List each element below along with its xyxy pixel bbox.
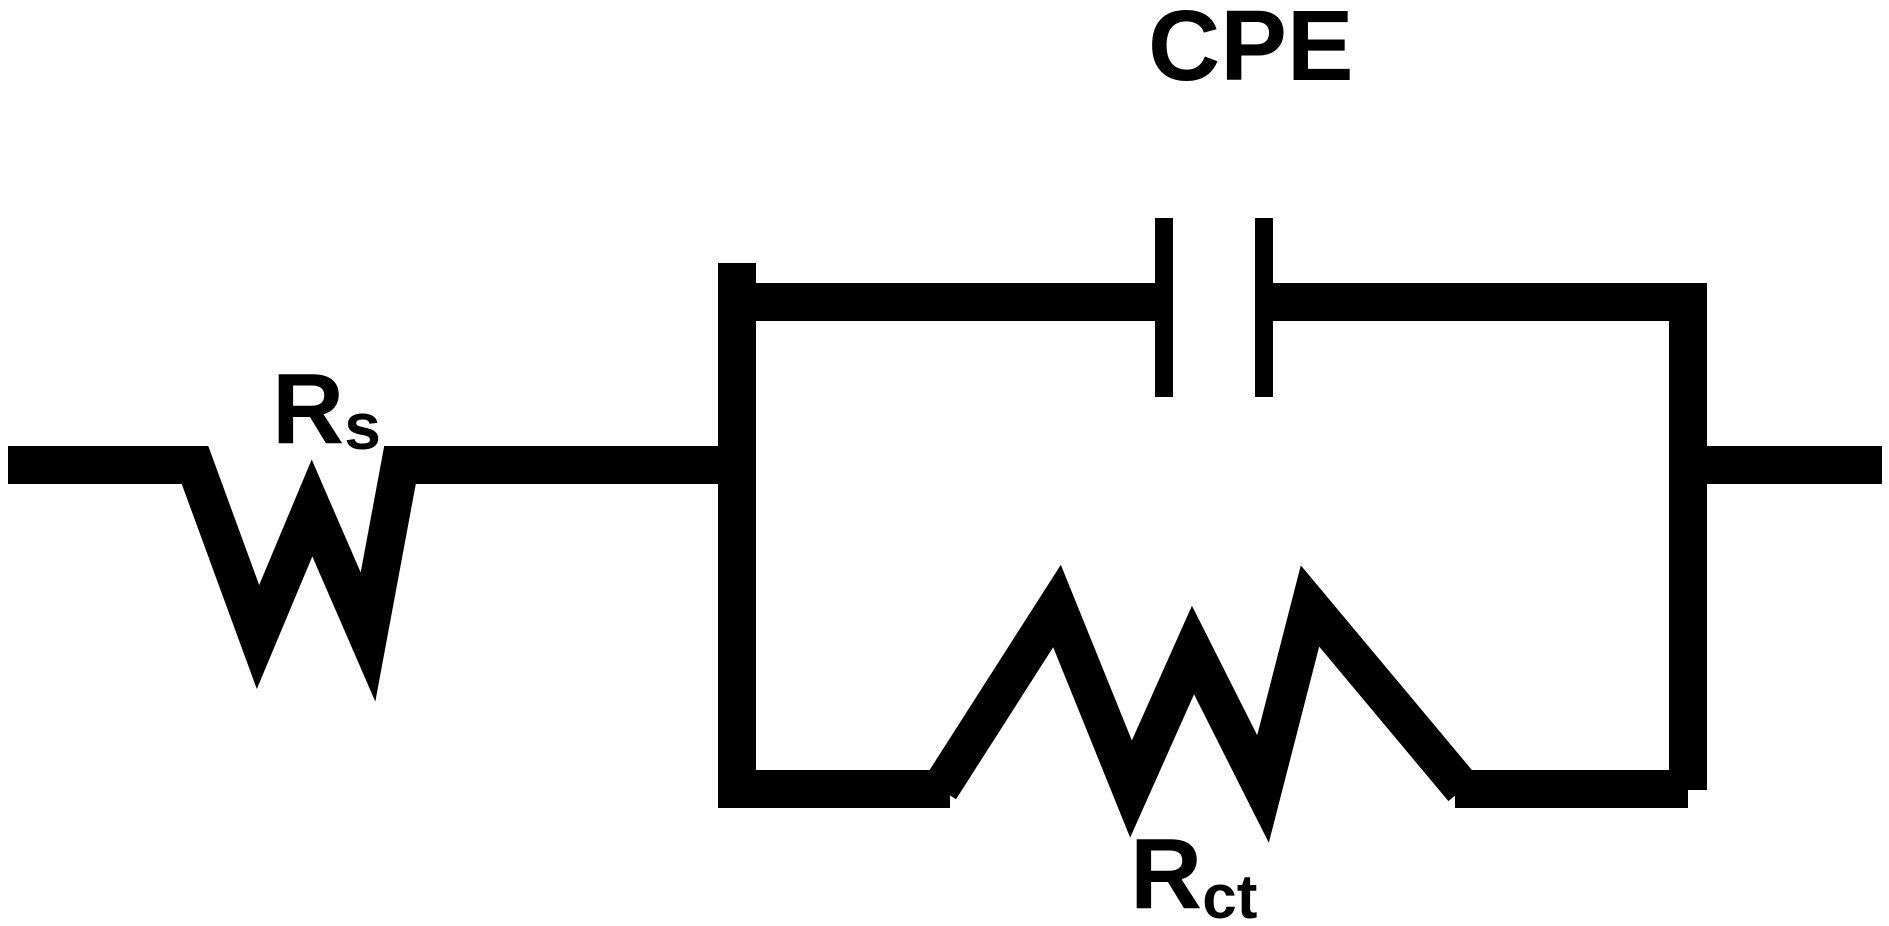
cpe-branch-right-wire [1270,283,1707,321]
rs-resistor-zigzag [175,446,420,702]
rs-label-symbol: R [272,353,344,465]
rct-label: Rct [1130,818,1257,926]
rct-label-symbol: R [1130,818,1202,926]
rct-label-subscript: ct [1202,863,1257,926]
rct-resistor-zigzag [923,564,1478,843]
rs-label: Rs [272,353,381,465]
cpe-label: CPE [1148,0,1354,102]
rs-label-subscript: s [344,389,381,463]
